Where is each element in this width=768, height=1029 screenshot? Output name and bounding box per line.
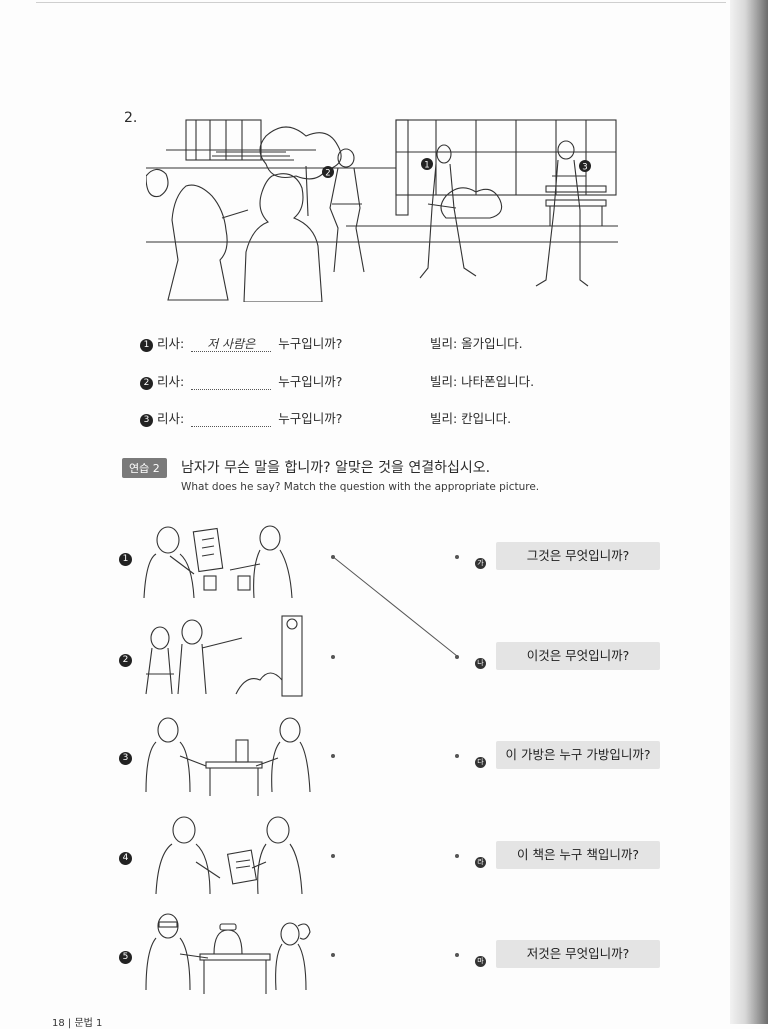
example-match-line [331,555,458,657]
scene-marker-2: 2 [322,166,334,179]
svg-text:3: 3 [582,163,587,173]
picture-5 [145,913,311,994]
picture-1 [143,525,293,599]
row-number-badge: 1 [119,547,136,566]
dialogue-line-2-answer: 빌리: 나타폰입니다. [430,374,535,389]
question-text: 누구입니까? [278,411,343,426]
practice-title-korean: 남자가 무슨 말을 합니까? 알맞은 것을 연결하십시오. [181,460,491,476]
dialogue-line-1-answer: 빌리: 올가입니다. [430,336,523,351]
dialogue-line-1-question: 1 리사: 저 사람은 누구입니까? [140,333,342,352]
dialogue-line-3-question: 3 리사: 누구입니까? [140,408,342,427]
answer-option-3[interactable]: 이 가방은 누구 가방입니까? [496,741,660,769]
number-badge: 2 [140,377,153,390]
answer-option-4[interactable]: 이 책은 누구 책입니까? [496,841,660,869]
match-dot-left-1[interactable] [331,555,335,559]
page-top-line [36,2,726,3]
answer-blank-filled: 저 사람은 [191,335,272,352]
match-dot-right-2[interactable] [455,655,459,659]
speaker-label: 리사: [157,374,185,389]
option-label-badge: 가 [475,550,486,569]
picture-4 [155,816,303,895]
match-dot-right-3[interactable] [455,754,459,758]
book-spine-shadow [730,0,768,1024]
answer-option-1[interactable]: 그것은 무엇입니까? [496,542,660,570]
exercise-number: 2. [124,110,138,126]
answer-option-2[interactable]: 이것은 무엇입니까? [496,642,660,670]
number-badge: 3 [140,414,153,427]
option-label-badge: 라 [475,849,486,868]
answer-blank[interactable] [191,410,272,427]
page-footer: 18 | 문법 1 [52,1018,103,1029]
match-dot-left-4[interactable] [331,854,335,858]
row-number-badge: 2 [119,648,136,667]
dialogue-line-2-question: 2 리사: 누구입니까? [140,371,342,390]
speaker-label: 리사: [157,336,185,351]
answer-option-5[interactable]: 저것은 무엇입니까? [496,940,660,968]
question-text: 누구입니까? [278,374,343,389]
match-dot-right-4[interactable] [455,854,459,858]
answer-blank[interactable] [191,373,272,390]
picture-2 [145,615,303,697]
match-dot-left-3[interactable] [331,754,335,758]
row-number-badge: 5 [119,945,136,964]
scene-marker-1: 1 [421,158,433,171]
practice-tag: 연습 2 [122,458,167,478]
scene-marker-3: 3 [579,160,591,173]
match-dot-right-5[interactable] [455,953,459,957]
option-label-badge: 마 [475,948,486,967]
match-dot-left-2[interactable] [331,655,335,659]
scene-illustration: 1 2 3 [146,119,618,302]
practice-title-english: What does he say? Match the question wit… [181,481,540,493]
picture-3 [145,717,311,796]
speaker-label: 리사: [157,411,185,426]
row-number-badge: 3 [119,746,136,765]
row-number-badge: 4 [119,846,136,865]
option-label-badge: 다 [475,749,486,768]
option-label-badge: 나 [475,650,486,669]
dialogue-line-3-answer: 빌리: 칸입니다. [430,411,512,426]
question-text: 누구입니까? [278,336,343,351]
svg-text:2: 2 [325,169,330,179]
match-dot-left-5[interactable] [331,953,335,957]
svg-text:1: 1 [424,161,429,171]
number-badge: 1 [140,339,153,352]
match-dot-right-1[interactable] [455,555,459,559]
